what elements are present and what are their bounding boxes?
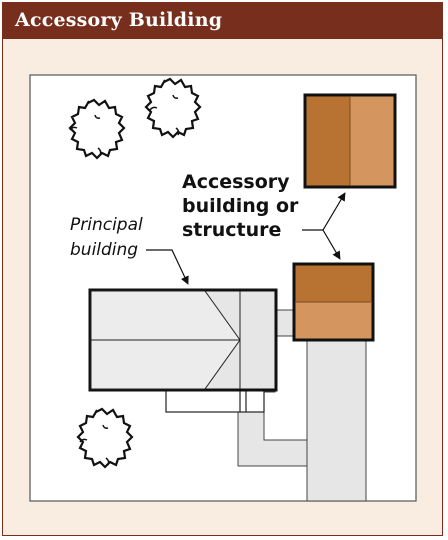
principal-label-line2: building [70, 240, 138, 260]
accessory-building-garage [292, 262, 375, 342]
accessory-building-top [303, 93, 397, 189]
figure-title: Accessory Building [15, 9, 223, 31]
porch-steps [165, 389, 265, 413]
accessory-leader-bottom [322, 229, 341, 260]
principal-building [88, 288, 278, 392]
principal-leader [146, 249, 189, 285]
tree-bottom-left [76, 407, 134, 469]
accessory-label-line2: building or [182, 195, 299, 217]
figure-header: Accessory Building [3, 3, 442, 39]
tree-top-middle [144, 77, 202, 139]
principal-label-line1: Principal [70, 215, 143, 235]
accessory-label-line1: Accessory [182, 171, 290, 193]
tree-top-left [68, 98, 126, 160]
accessory-label-line3: structure [182, 219, 281, 241]
